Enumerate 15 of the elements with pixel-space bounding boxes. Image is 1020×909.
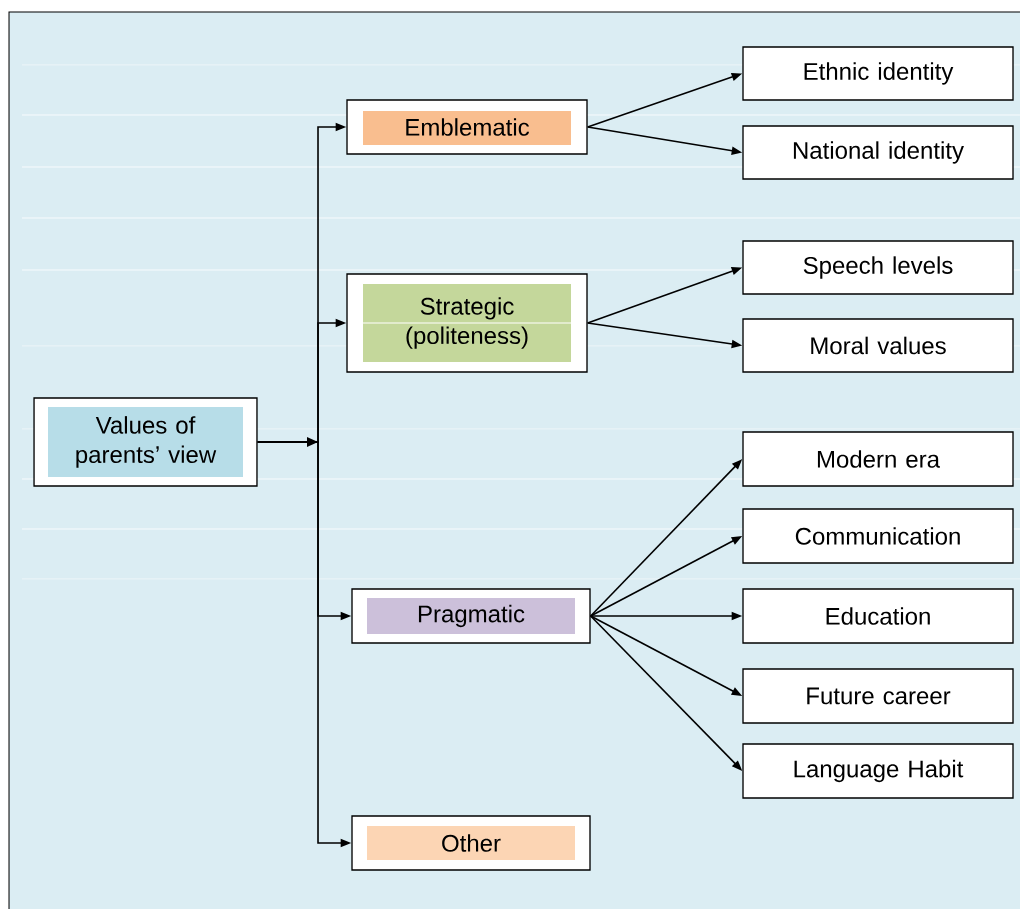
category-box: Strategic (politeness) xyxy=(346,273,588,373)
leaf-box: Ethnic identity xyxy=(742,46,1014,101)
category-box: Pragmatic xyxy=(351,588,591,644)
leaf-box: Moral values xyxy=(742,318,1014,373)
root-box: Values of parents’ view xyxy=(33,397,258,487)
leaf-box: National identity xyxy=(742,125,1014,180)
category-box: Other xyxy=(351,815,591,871)
leaf-box: Language Habit xyxy=(742,743,1014,799)
category-box: Emblematic xyxy=(346,99,588,155)
leaf-box: Modern era xyxy=(742,431,1014,487)
leaf-box: Education xyxy=(742,588,1014,644)
leaf-box: Communication xyxy=(742,508,1014,564)
leaf-box: Future career xyxy=(742,668,1014,724)
arrowhead xyxy=(307,437,318,447)
leaf-box: Speech levels xyxy=(742,240,1014,295)
